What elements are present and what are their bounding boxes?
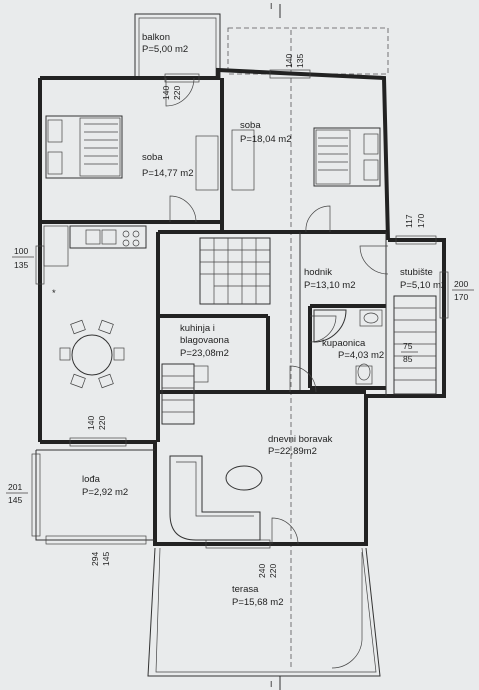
dim-width: 201 <box>8 482 22 492</box>
room-loda: lođa P=2,92 m2 <box>82 474 128 498</box>
balcony-outline <box>134 13 221 78</box>
room-balkon: balkon P=5,00 m2 <box>142 32 188 55</box>
dim-width: 140 <box>86 416 96 430</box>
room-name-1: kuhinja i <box>180 323 215 334</box>
dim-loda-window: 201 145 <box>6 482 28 505</box>
room-name: soba <box>240 120 261 131</box>
dim-kitchen-window: 100 135 <box>12 246 34 270</box>
room-name: dnevni boravak <box>268 434 333 445</box>
dim-height: 220 <box>172 86 182 100</box>
room-terasa: terasa P=15,68 m2 <box>232 584 284 608</box>
room-name-2: blagovaona <box>180 335 230 346</box>
sofa <box>169 455 261 541</box>
staircase-main <box>199 237 271 305</box>
dim-height: 145 <box>101 552 111 566</box>
dim-soba-window: 140 135 <box>284 54 305 68</box>
dim-height: 220 <box>268 564 278 578</box>
dim-width: 140 <box>161 86 171 100</box>
inner-walls <box>40 78 388 442</box>
room-kuhinja: kuhinja i blagovaona P=23,08m2 <box>180 323 230 359</box>
room-kupaonica: kupaonica P=4,03 m2 <box>322 338 384 361</box>
room-area: P=23,08m2 <box>180 348 229 359</box>
dim-height: 135 <box>295 54 305 68</box>
room-area: P=13,10 m2 <box>304 280 356 291</box>
room-area: P=5,00 m2 <box>142 44 188 55</box>
room-dnevni: dnevni boravak P=22,89m2 <box>268 434 333 457</box>
dim-height: 145 <box>8 495 22 505</box>
terrace-arc <box>331 552 363 669</box>
doors <box>165 77 389 545</box>
room-name: kupaonica <box>322 338 366 349</box>
bathroom-fixtures <box>313 309 383 385</box>
room-name: terasa <box>232 584 259 595</box>
section-marks: I I <box>270 1 292 690</box>
dim-height: 220 <box>97 416 107 430</box>
room-name: hodnik <box>304 267 332 278</box>
room-area: P=5,10 m2 <box>400 280 446 291</box>
section-mark-top: I <box>270 1 272 11</box>
kitchen-marker: * <box>52 288 56 299</box>
staircase-right <box>393 295 437 395</box>
dim-width: 240 <box>257 564 267 578</box>
room-area: P=14,77 m2 <box>142 168 194 179</box>
dim-width: 117 <box>404 214 414 228</box>
room-hodnik: hodnik P=13,10 m2 <box>304 267 356 291</box>
room-name: lođa <box>82 474 101 485</box>
dim-width: 200 <box>454 279 468 289</box>
dining-table <box>59 319 125 389</box>
dim-width: 140 <box>284 54 294 68</box>
dim-stair-window-top: 117 170 <box>404 214 426 228</box>
outer-walls <box>35 67 446 677</box>
dim-width: 75 <box>403 341 413 351</box>
dim-terrace-door: 240 220 <box>257 564 278 578</box>
room-stubiste: stubište P=5,10 m2 <box>400 267 446 291</box>
staircase-inner <box>161 363 195 425</box>
room-area: P=18,04 m2 <box>240 134 292 145</box>
section-mark-bottom: I <box>270 679 272 689</box>
chimney <box>193 365 209 383</box>
dim-height: 170 <box>416 214 426 228</box>
dim-height: 85 <box>403 354 413 364</box>
room-area: P=22,89m2 <box>268 446 317 457</box>
dim-width: 100 <box>14 246 28 256</box>
dim-width: 294 <box>90 552 100 566</box>
wardrobe-right <box>231 129 255 191</box>
dim-height: 170 <box>454 292 468 302</box>
dim-bath-window: 75 85 <box>401 341 418 364</box>
room-name: balkon <box>142 32 170 43</box>
dim-loda-door: 294 145 <box>90 552 111 566</box>
room-soba-left: soba P=14,77 m2 <box>142 152 194 179</box>
dim-stair-window-right: 200 170 <box>452 279 474 302</box>
room-soba-right: soba P=18,04 m2 <box>240 120 292 145</box>
room-area: P=15,68 m2 <box>232 597 284 608</box>
bed-right <box>313 127 381 187</box>
room-name: stubište <box>400 267 433 278</box>
room-name: soba <box>142 152 163 163</box>
dim-dining-door: 140 220 <box>86 416 107 430</box>
dim-balkon-door: 140 220 <box>161 86 182 100</box>
room-area: P=4,03 m2 <box>338 350 384 361</box>
upper-dashed-outline <box>227 27 389 75</box>
wardrobe-left <box>195 135 219 191</box>
kitchen-counter <box>43 225 147 267</box>
bed-left <box>45 115 123 179</box>
coffee-table <box>225 465 263 491</box>
room-area: P=2,92 m2 <box>82 487 128 498</box>
dim-height: 135 <box>14 260 28 270</box>
